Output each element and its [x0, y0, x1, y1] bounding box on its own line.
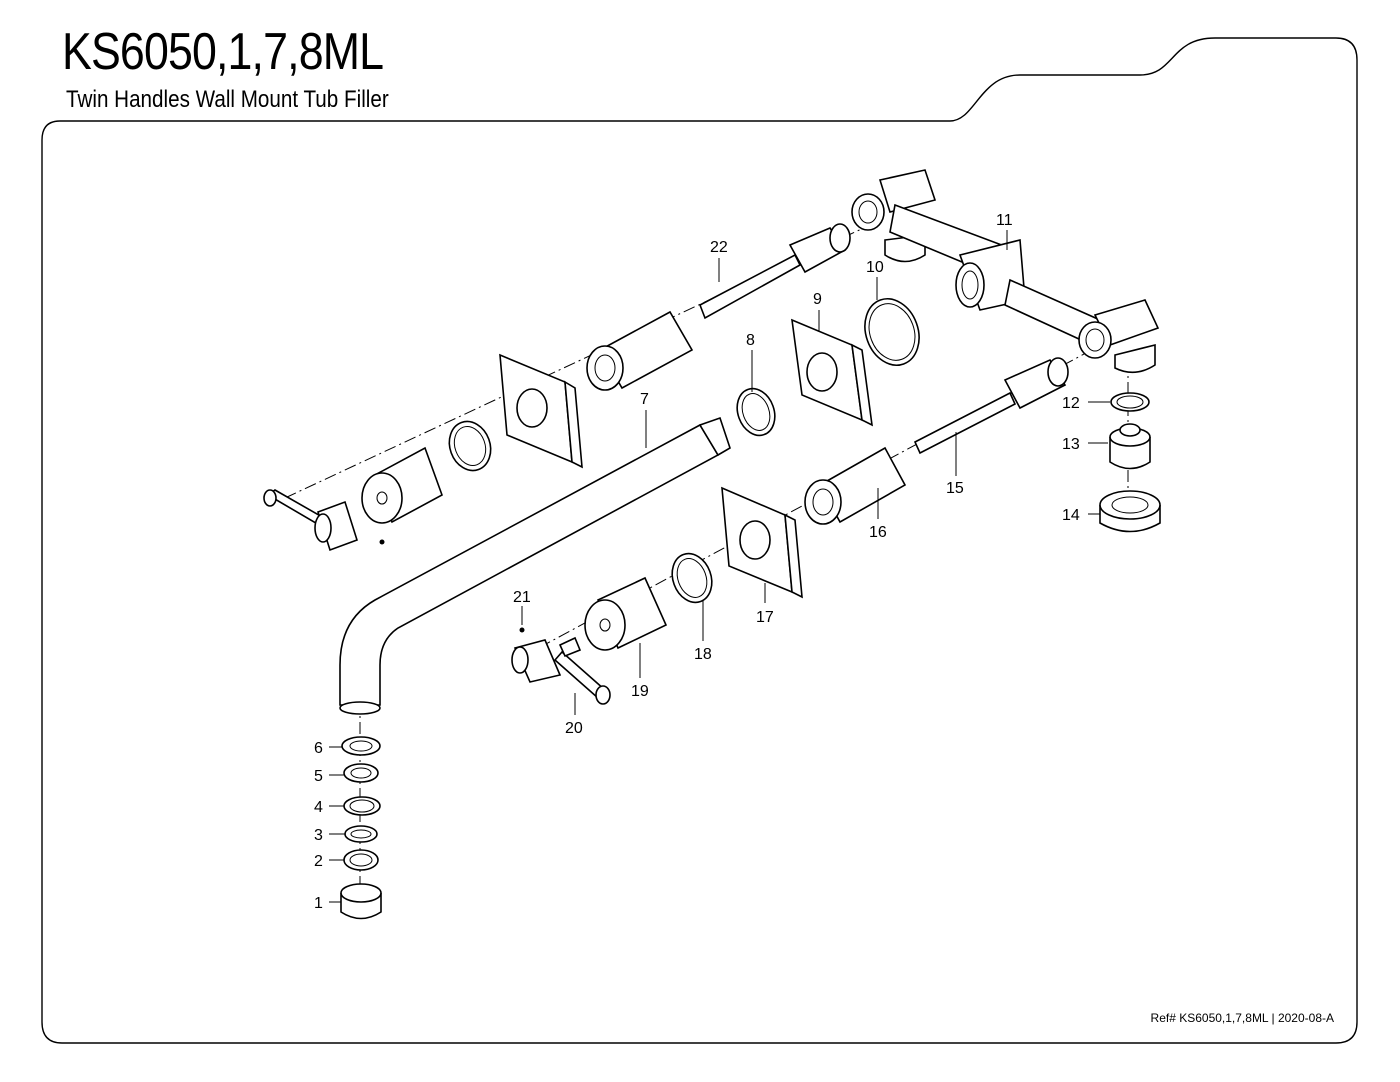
- sleeve-upper-part: [586, 310, 694, 391]
- flange-left-part: [499, 353, 583, 469]
- callout-14: 14: [1062, 507, 1080, 524]
- callout-22: 22: [710, 239, 728, 256]
- handle-body-left-part: [361, 446, 443, 524]
- oring-left-part: [448, 420, 492, 472]
- callout-17: 17: [756, 609, 774, 626]
- callout-20: 20: [565, 720, 583, 737]
- callout-12: 12: [1062, 395, 1080, 412]
- flange-upper-part: [791, 318, 873, 427]
- nut-14-part: [1099, 490, 1161, 533]
- adapter-13-part: [1109, 423, 1151, 470]
- callout-10: 10: [866, 259, 884, 276]
- callout-18: 18: [694, 646, 712, 663]
- stem-lower-part: [913, 357, 1069, 455]
- callout-3: 3: [314, 827, 323, 844]
- lever-left-part: [263, 489, 385, 552]
- drawing-title: KS6050,1,7,8ML: [62, 23, 384, 81]
- valve-body-part: [851, 169, 1160, 374]
- sleeve-lower-part: [804, 446, 907, 525]
- callout-16: 16: [869, 524, 887, 541]
- lever-lower-part: [511, 627, 611, 705]
- callout-7: 7: [640, 391, 649, 408]
- callout-4: 4: [314, 799, 323, 816]
- callout-11: 11: [996, 212, 1013, 229]
- leader-lines: [329, 230, 1110, 903]
- spout-part: [339, 416, 731, 715]
- cartridge-upper-part: [698, 223, 851, 320]
- callout-5: 5: [314, 768, 323, 785]
- washer-12-part: [1110, 392, 1150, 412]
- callout-1: 1: [314, 895, 323, 912]
- oring-lower-part: [671, 552, 713, 604]
- flange-lower-part: [721, 486, 803, 599]
- oring-large-part: [864, 298, 920, 366]
- callout-2: 2: [314, 853, 323, 870]
- handle-body-lower-part: [584, 576, 668, 651]
- reference-number: Ref# KS6050,1,7,8ML | 2020-08-A: [1150, 1011, 1334, 1025]
- callout-9: 9: [813, 291, 822, 308]
- centerlines: [284, 224, 1129, 900]
- callout-labels: 1 2 3 4 5 6 7 8 9 10 11 12 13 14 15 16 1…: [314, 212, 1080, 912]
- callout-19: 19: [631, 683, 649, 700]
- callout-21: 21: [513, 589, 531, 606]
- drawing-frame: [41, 37, 1358, 1044]
- callout-13: 13: [1062, 436, 1080, 453]
- callout-6: 6: [314, 740, 323, 757]
- aerator-stack: [340, 736, 382, 920]
- callout-15: 15: [946, 480, 964, 497]
- callout-8: 8: [746, 332, 755, 349]
- drawing-subtitle: Twin Handles Wall Mount Tub Filler: [66, 86, 389, 113]
- oring-upper-part: [736, 387, 776, 437]
